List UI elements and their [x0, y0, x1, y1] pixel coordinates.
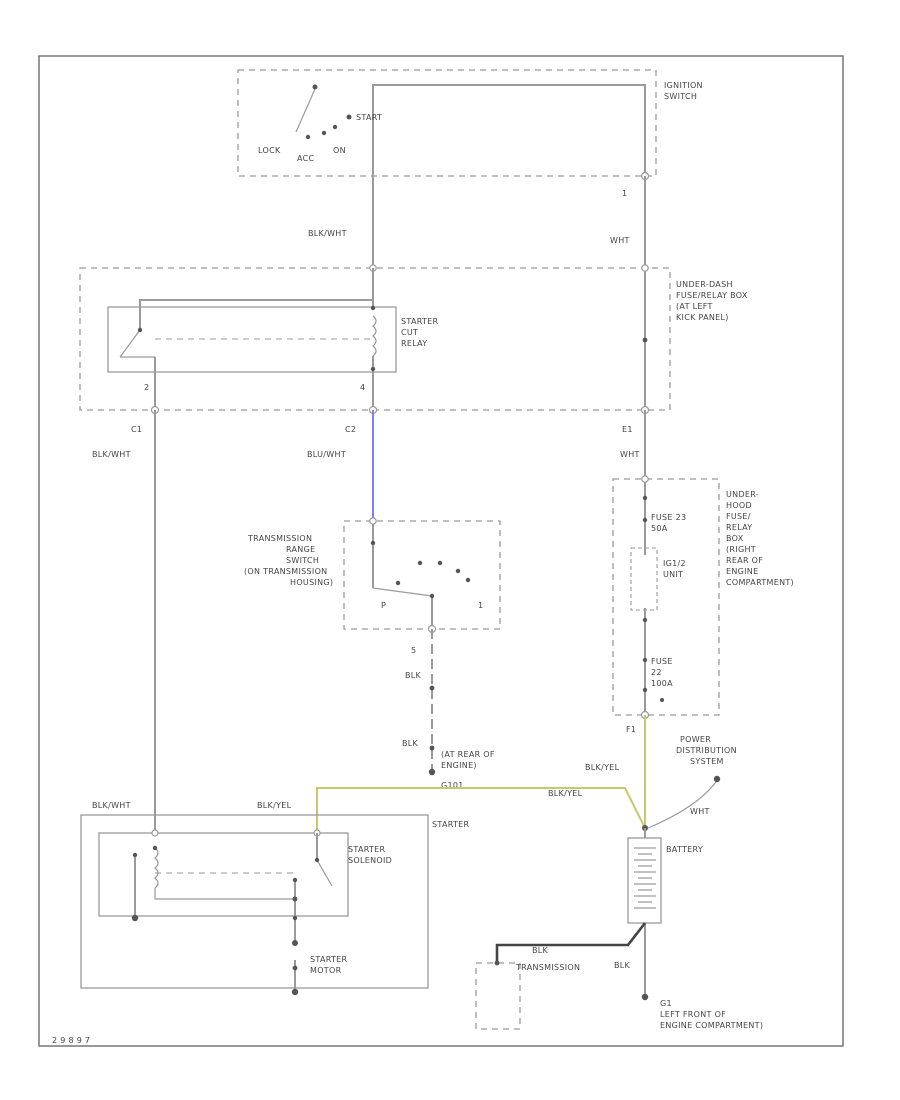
wire-label-blk-yel-3: BLK/YEL	[257, 801, 292, 810]
underhood-box-label-5: BOX	[726, 534, 744, 543]
starter-solenoid-box	[98, 832, 349, 917]
ignition-position-start: START	[356, 113, 382, 122]
power-distribution-label-1: POWER	[680, 735, 711, 744]
ignition-position-on: ON	[333, 146, 346, 155]
connector-label-f1: F1	[626, 725, 636, 734]
ground-g101-label-1: (AT REAR OF	[441, 750, 495, 759]
ignition-switch-label-2: SWITCH	[664, 92, 697, 101]
trs-position-1: 1	[478, 601, 483, 610]
power-distribution-system: POWER DISTRIBUTION SYSTEM WHT	[647, 735, 737, 829]
fuse-22-label-3: 100A	[651, 679, 673, 688]
battery: BATTERY BLK G1 LEFT FRONT OF ENGINE COMP…	[614, 825, 763, 1030]
ignition-switch: IGNITION SWITCH LOCK ACC ON START	[237, 69, 703, 177]
trs-label-2: RANGE	[286, 545, 315, 554]
underdash-box-label-2: FUSE/RELAY BOX	[676, 291, 748, 300]
ig1-unit-label-1: IG1/2	[663, 559, 686, 568]
fuse-22-label-1: FUSE	[651, 657, 673, 666]
trs-label-1: TRANSMISSION	[247, 534, 312, 543]
power-distribution-label-3: SYSTEM	[690, 757, 724, 766]
battery-label: BATTERY	[666, 845, 703, 854]
starter-cut-relay-label-3: RELAY	[401, 339, 428, 348]
starter-solenoid-label-1: STARTER	[348, 845, 386, 854]
trs-label-3: SWITCH	[286, 556, 319, 565]
wire-label-wht-2: WHT	[620, 450, 640, 459]
ground-g1-label-1: G1	[660, 999, 672, 1008]
underhood-box-label-4: RELAY	[726, 523, 753, 532]
ground-g101-point	[428, 768, 436, 776]
ignition-position-acc: ACC	[297, 154, 315, 163]
wire-label-wht-1: WHT	[610, 236, 630, 245]
wire-label-wht-3: WHT	[690, 807, 710, 816]
starter-cut-relay-label-1: STARTER	[401, 317, 439, 326]
wire-label-blk-yel-1: BLK/YEL	[585, 763, 620, 772]
trs-label-4: (ON TRANSMISSION	[244, 567, 327, 576]
ground-g1-label-2: LEFT FRONT OF	[660, 1010, 726, 1019]
fuse-23-label-2: 50A	[651, 524, 668, 533]
ground-g1-label-3: ENGINE COMPARTMENT)	[660, 1021, 763, 1030]
connector-label-e1: E1	[622, 425, 633, 434]
fuse-23-label-1: FUSE 23	[651, 513, 686, 522]
starter-motor-label-2: MOTOR	[310, 966, 342, 975]
starter-cut-relay-label-2: CUT	[401, 328, 418, 337]
underhood-box-label-9: COMPARTMENT)	[726, 578, 794, 587]
underhood-box-label-8: ENGINE	[726, 567, 758, 576]
ignition-position-lock: LOCK	[258, 146, 281, 155]
wire-label-blk-4: BLK	[614, 961, 631, 970]
diagram-code: 2 9 8 9 7	[52, 1036, 90, 1045]
ground-g101-label-0: G101	[441, 781, 464, 790]
ground-g101-label-2: ENGINE)	[441, 761, 477, 770]
underhood-box-label-2: HOOD	[726, 501, 752, 510]
underhood-box-label-1: UNDER-	[726, 490, 759, 499]
starter-assembly: STARTER BLK/WHT BLK/YEL STARTER SOLENOID…	[80, 801, 470, 996]
wire-label-blk-3: BLK	[532, 946, 549, 955]
underdash-box-label-3: (AT LEFT	[676, 302, 713, 311]
trs-pin-5: 5	[411, 646, 416, 655]
wire-label-blk-wht-1: BLK/WHT	[308, 229, 347, 238]
wire-label-blk-1: BLK	[405, 671, 422, 680]
connector-label-c2: C2	[345, 425, 356, 434]
transmission-range-switch: TRANSMISSION RANGE SWITCH (ON TRANSMISSI…	[244, 520, 501, 630]
underdash-box-label-1: UNDER-DASH	[676, 280, 733, 289]
trs-position-p: P	[381, 601, 386, 610]
underhood-box-label-6: (RIGHT	[726, 545, 756, 554]
wire-label-blk-wht-3: BLK/WHT	[92, 801, 131, 810]
underhood-box-label-3: FUSE/	[726, 512, 751, 521]
connector-label-c1: C1	[131, 425, 142, 434]
wire-label-blk-2: BLK	[402, 739, 419, 748]
starter-motor-label-1: STARTER	[310, 955, 348, 964]
transmission-label: TRANSMISSION	[515, 963, 580, 972]
ig1-unit-label-2: UNIT	[663, 570, 683, 579]
underhood-fuse-relay-box: UNDER- HOOD FUSE/ RELAY BOX (RIGHT REAR …	[612, 475, 794, 716]
underhood-box-label-7: REAR OF	[726, 556, 763, 565]
starter-cut-relay: STARTER CUT RELAY 2 4	[107, 268, 439, 410]
wire-label-blk-wht-2: BLK/WHT	[92, 450, 131, 459]
ground-g1-point	[641, 993, 649, 1001]
wire-blk-yel-starter	[316, 787, 646, 833]
diagram-frame	[38, 55, 844, 1047]
power-distribution-label-2: DISTRIBUTION	[676, 746, 737, 755]
wire-label-blu-wht: BLU/WHT	[307, 450, 346, 459]
transmission: TRANSMISSION	[475, 960, 580, 1030]
starter-solenoid-label-2: SOLENOID	[348, 856, 392, 865]
starter-label: STARTER	[432, 820, 470, 829]
fuse-22-label-2: 22	[651, 668, 662, 677]
relay-pin-2: 2	[144, 383, 149, 392]
trs-label-5: HOUSING)	[290, 578, 333, 587]
relay-pin-4: 4	[360, 383, 365, 392]
wire-blk-battery-transmission	[495, 922, 647, 963]
ignition-switch-label-1: IGNITION	[664, 81, 703, 90]
wire-label-blk-yel-2: BLK/YEL	[548, 789, 583, 798]
underdash-box-label-4: KICK PANEL)	[676, 313, 729, 322]
underdash-fuse-relay-box: UNDER-DASH FUSE/RELAY BOX (AT LEFT KICK …	[79, 264, 748, 411]
connector-label-1: 1	[622, 189, 627, 198]
